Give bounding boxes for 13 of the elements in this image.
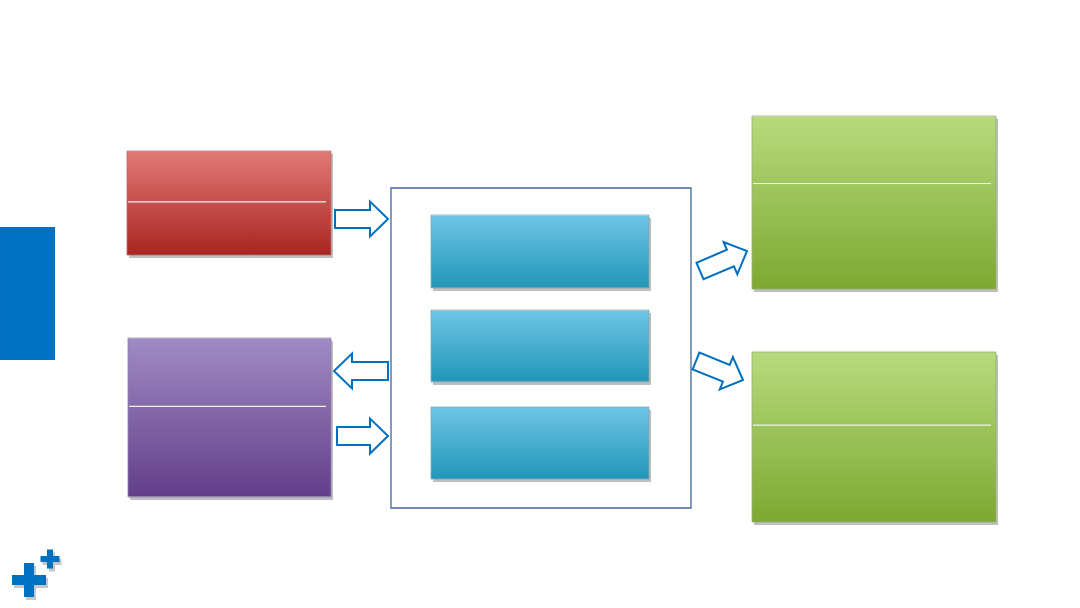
block-arrow: [336, 416, 390, 456]
process-box: [430, 309, 651, 385]
process-box: [126, 150, 333, 258]
process-box: [430, 406, 651, 482]
process-box: [127, 337, 333, 500]
block-arrow: [695, 240, 749, 281]
block-arrow: [332, 351, 389, 391]
process-box: [751, 351, 998, 525]
block-arrow: [691, 351, 745, 392]
block-arrow: [334, 199, 390, 239]
process-box: [430, 214, 651, 291]
side-tab: [0, 227, 55, 360]
process-box: [751, 115, 998, 292]
